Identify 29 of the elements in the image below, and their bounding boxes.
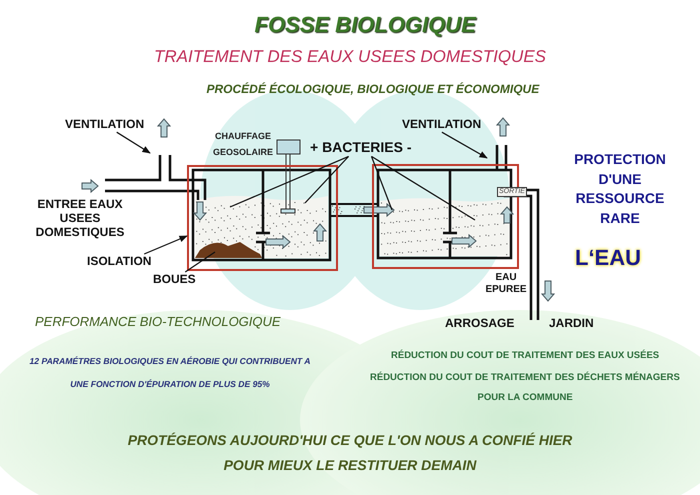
leader-line <box>304 156 350 204</box>
outlet-label: JARDIN <box>549 317 594 331</box>
slogan-text: PROTECTION D'UNE RESSOURCE RARE <box>573 150 667 228</box>
callout-label: + BACTERIES - <box>310 140 412 156</box>
motto-text: PROTÉGEONS AUJOURD'HUI CE QUE L'ON NOUS A CONFIÉ HIER POUR MIEUX LE RESTITUER DEMAIN <box>126 431 574 475</box>
description-text: 12 PARAMÉTRES BIOLOGIQUES EN AÉROBIE QUI CONTRIBUENT A UNE FONCTION D'ÉPURATION DE PLUS DE 95% <box>28 355 312 391</box>
tagline: PROCÉDÉ ÉCOLOGIQUE, BIOLOGIQUE ET ÉCONOMIQUE <box>206 83 540 97</box>
highlight-text: L‘EAU <box>575 245 641 270</box>
subtitle: TRAITEMENT DES EAUX USEES DOMESTIQUES <box>154 47 546 67</box>
leader-line <box>442 132 488 159</box>
leader-line <box>230 156 349 208</box>
inlet-label: ENTREE EAUX USEES DOMESTIQUES <box>34 198 126 240</box>
callout-label: VENTILATION <box>65 118 144 132</box>
section-heading: PERFORMANCE BIO-TECHNOLOGIQUE <box>35 315 281 330</box>
heater-label: CHAUFFAGE GEOSOLAIRE <box>212 130 274 159</box>
outlet-label: ARROSAGE <box>445 317 514 331</box>
outlet-label: EAU EPUREE <box>484 272 528 296</box>
leader-line <box>371 156 476 221</box>
insulation-outline <box>187 165 338 271</box>
callout-label: BOUES <box>153 273 196 286</box>
leader-line <box>144 235 188 255</box>
leader-line <box>370 156 393 210</box>
benefit-text: RÉDUCTION DU COUT DE TRAITEMENT DES DÉCHETS MÉNAGERS <box>370 373 680 384</box>
benefit-text: RÉDUCTION DU COUT DE TRAITEMENT DES EAUX USÉES <box>391 351 660 362</box>
callout-label: ISOLATION <box>87 255 152 268</box>
leader-line <box>116 132 151 154</box>
title: FOSSE BIOLOGIQUE <box>254 12 476 38</box>
benefit-text: POUR LA COMMUNE <box>478 393 573 404</box>
callout-label: VENTILATION <box>402 118 482 132</box>
